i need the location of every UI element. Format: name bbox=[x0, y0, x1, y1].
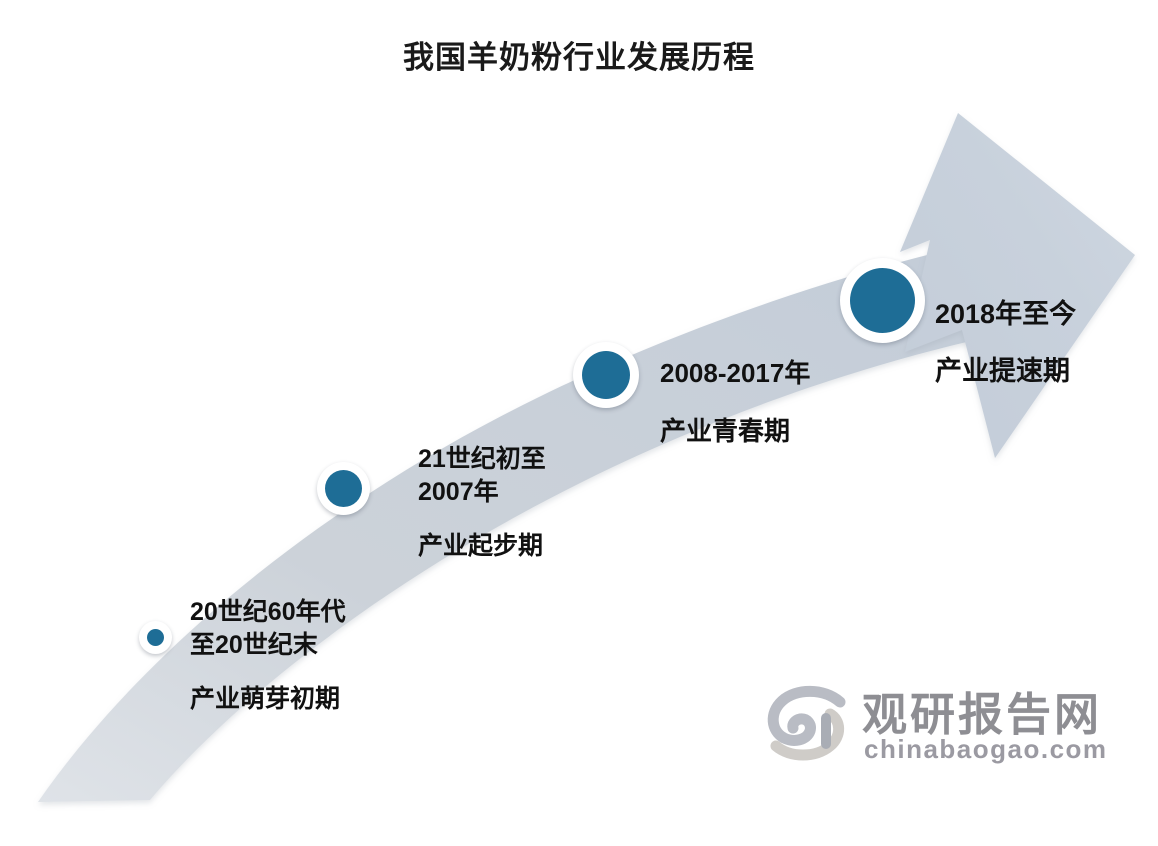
milestone-2-period-line2: 2007年 bbox=[418, 477, 499, 506]
milestone-3-node[interactable] bbox=[573, 342, 639, 408]
arrow-shaft bbox=[38, 236, 1022, 802]
milestone-3-node-inner bbox=[582, 351, 630, 399]
milestone-2-phase: 产业起步期 bbox=[418, 532, 544, 560]
arrow-head bbox=[900, 113, 1135, 458]
milestone-2-node-inner bbox=[325, 470, 362, 507]
milestone-1-period-line2: 至20世纪末 bbox=[190, 630, 318, 659]
milestone-3-label: 2008-2017年 产业青春期 bbox=[660, 357, 810, 449]
watermark-brand-name: 观研报告网 bbox=[862, 689, 1103, 740]
page-title: 我国羊奶粉行业发展历程 bbox=[403, 40, 755, 75]
milestone-2-label: 21世纪初至 2007年 产业起步期 bbox=[418, 443, 546, 563]
milestone-2-period-line1: 21世纪初至 bbox=[418, 445, 546, 473]
milestone-4-node[interactable] bbox=[840, 258, 925, 343]
milestone-1-node[interactable] bbox=[139, 621, 172, 654]
milestone-1-phase: 产业萌芽初期 bbox=[190, 685, 341, 713]
milestone-3-period-line1: 2008-2017年 bbox=[660, 358, 811, 388]
milestone-4-label: 2018年至今 产业提速期 bbox=[935, 297, 1076, 389]
watermark-url: chinabaogao.com bbox=[864, 734, 1108, 764]
spiral-logo-icon bbox=[767, 685, 846, 761]
milestone-4-period-line1: 2018年至今 bbox=[935, 299, 1077, 329]
milestone-1-period-line1: 20世纪60年代 bbox=[190, 598, 346, 626]
milestone-2-node[interactable] bbox=[317, 462, 370, 515]
milestone-1-node-inner bbox=[147, 629, 164, 646]
milestone-3-phase: 产业青春期 bbox=[660, 415, 791, 446]
milestone-4-phase: 产业提速期 bbox=[935, 356, 1070, 387]
watermark-logo: 观研报告网 chinabaogao.com bbox=[762, 676, 1106, 780]
milestone-1-label: 20世纪60年代 至20世纪末 产业萌芽初期 bbox=[190, 596, 346, 716]
milestone-4-node-inner bbox=[850, 268, 915, 333]
